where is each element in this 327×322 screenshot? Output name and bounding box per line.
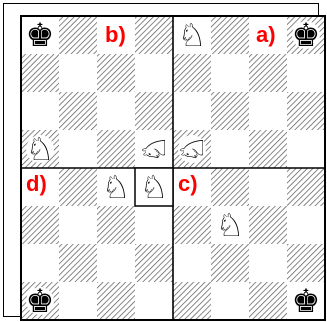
dark-square bbox=[59, 92, 97, 130]
dark-square bbox=[21, 206, 59, 244]
dark-square bbox=[211, 168, 249, 206]
dark-square bbox=[135, 244, 173, 282]
dark-square bbox=[249, 282, 287, 320]
dark-square bbox=[211, 16, 249, 54]
dark-square bbox=[97, 282, 135, 320]
light-square bbox=[211, 130, 249, 168]
black-king-icon: ♚ bbox=[292, 282, 321, 320]
white-knight-icon: ♘ bbox=[26, 130, 55, 168]
light-square bbox=[135, 206, 173, 244]
black-king-icon: ♚ bbox=[26, 16, 55, 54]
black-king-icon: ♚ bbox=[26, 282, 55, 320]
dark-square bbox=[173, 54, 211, 92]
white-knight-icon: ♘ bbox=[135, 135, 173, 164]
dark-square bbox=[59, 244, 97, 282]
light-square bbox=[173, 244, 211, 282]
dark-square bbox=[21, 54, 59, 92]
light-square bbox=[59, 54, 97, 92]
dark-square bbox=[249, 206, 287, 244]
white-knight-icon: ♘ bbox=[140, 168, 169, 206]
light-square bbox=[135, 282, 173, 320]
dark-square bbox=[249, 130, 287, 168]
dark-square bbox=[59, 16, 97, 54]
light-square bbox=[211, 54, 249, 92]
light-square bbox=[249, 168, 287, 206]
dark-square bbox=[59, 168, 97, 206]
white-knight-icon: ♘ bbox=[173, 135, 211, 164]
quadrant-label-c: c) bbox=[176, 172, 200, 196]
light-square bbox=[59, 130, 97, 168]
dark-square bbox=[97, 54, 135, 92]
dark-square bbox=[135, 16, 173, 54]
dark-square bbox=[211, 244, 249, 282]
dark-square bbox=[287, 244, 325, 282]
light-square bbox=[135, 54, 173, 92]
light-square bbox=[249, 244, 287, 282]
white-knight-icon: ♘ bbox=[102, 168, 131, 206]
dark-square bbox=[211, 92, 249, 130]
quadrant-label-d: d) bbox=[24, 172, 49, 196]
light-square bbox=[173, 92, 211, 130]
light-square bbox=[249, 92, 287, 130]
light-square bbox=[97, 92, 135, 130]
white-knight-icon: ♘ bbox=[216, 206, 245, 244]
light-square bbox=[59, 282, 97, 320]
light-square bbox=[287, 130, 325, 168]
light-square bbox=[287, 206, 325, 244]
light-square bbox=[59, 206, 97, 244]
dark-square bbox=[97, 206, 135, 244]
quadrant-label-b: b) bbox=[103, 23, 128, 47]
dark-square bbox=[287, 92, 325, 130]
light-square bbox=[211, 282, 249, 320]
dark-square bbox=[249, 54, 287, 92]
light-square bbox=[21, 244, 59, 282]
light-square bbox=[287, 54, 325, 92]
quadrant-label-a: a) bbox=[254, 23, 278, 47]
dark-square bbox=[135, 92, 173, 130]
dark-square bbox=[173, 282, 211, 320]
light-square bbox=[21, 92, 59, 130]
dark-square bbox=[97, 130, 135, 168]
light-square bbox=[97, 244, 135, 282]
black-king-icon: ♚ bbox=[292, 16, 321, 54]
dark-square bbox=[173, 206, 211, 244]
dark-square bbox=[287, 168, 325, 206]
white-knight-icon: ♘ bbox=[178, 16, 207, 54]
